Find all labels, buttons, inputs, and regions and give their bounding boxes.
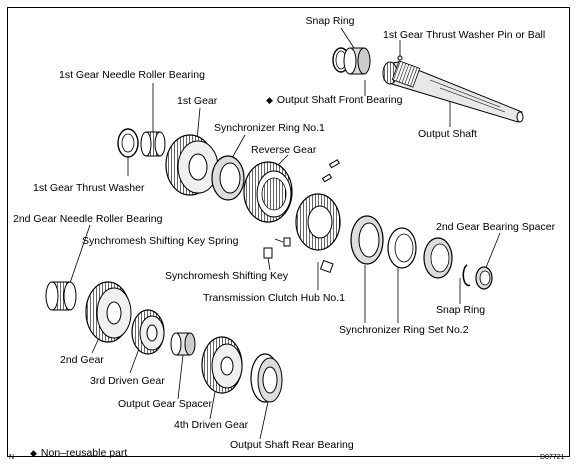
label-snap-ring-top: Snap Ring	[305, 15, 355, 27]
label-key-spring: Synchromesh Shifting Key Spring	[82, 235, 239, 247]
clutch-hub-1-part	[295, 193, 341, 251]
label-bearing-spacer-2nd: 2nd Gear Bearing Spacer	[436, 221, 556, 233]
label-needle-bearing-1st: 1st Gear Needle Roller Bearing	[59, 69, 205, 81]
reverse-gear-part	[243, 161, 293, 223]
label-shifting-key: Synchromesh Shifting Key	[165, 270, 289, 282]
label-thrust-washer-1st: 1st Gear Thrust Washer	[33, 182, 145, 194]
bearing-spacer-2nd-part	[475, 266, 493, 290]
thrust-washer-pin-part	[397, 55, 403, 61]
non-reusable-diamond-icon: ◆	[266, 95, 273, 105]
label-thrust-washer-pin: 1st Gear Thrust Washer Pin or Ball	[383, 29, 546, 41]
output-shaft-rear-bearing-part	[250, 353, 283, 403]
figure-id: D07721	[540, 454, 565, 461]
output-shaft-part	[382, 60, 524, 123]
diagram-frame	[7, 7, 570, 457]
first-gear-thrust-washer-part	[117, 128, 139, 158]
label-output-shaft-front-bearing: ◆Output Shaft Front Bearing	[266, 94, 402, 106]
label-snap-ring-right: Snap Ring	[436, 304, 486, 316]
label-clutch-hub-1: Transmission Clutch Hub No.1	[203, 292, 345, 304]
legend-text: Non–reusable part	[40, 447, 128, 459]
label-output-gear-spacer: Output Gear Spacer	[118, 398, 212, 410]
fourth-driven-gear-part	[201, 336, 243, 394]
sync-ring-set-2-part	[350, 215, 453, 279]
output-shaft-front-bearing-part	[343, 47, 371, 75]
label-output-shaft-rear-bearing: Output Shaft Rear Bearing	[230, 439, 354, 451]
label-first-gear: 1st Gear	[177, 95, 218, 107]
label-needle-bearing-2nd: 2nd Gear Needle Roller Bearing	[13, 213, 163, 225]
legend-diamond-icon: ◆	[30, 448, 37, 458]
label-synchronizer-ring-1: Synchronizer Ring No.1	[214, 122, 325, 134]
first-gear-part	[165, 134, 219, 196]
synchronizer-ring-1-part	[211, 155, 245, 201]
snap-ring-right-part	[462, 264, 471, 287]
legend: ◆Non–reusable part	[30, 447, 127, 459]
second-gear-part	[85, 281, 132, 343]
label-reverse-gear: Reverse Gear	[251, 144, 317, 156]
output-gear-spacer-part	[170, 332, 196, 356]
second-gear-needle-bearing-part	[45, 281, 77, 311]
leader-lines	[69, 27, 501, 440]
label-fourth-driven-gear: 4th Driven Gear	[174, 419, 249, 431]
third-driven-gear-part	[131, 309, 165, 355]
label-output-shaft-front-bearing-text: Output Shaft Front Bearing	[276, 94, 403, 106]
label-second-gear: 2nd Gear	[60, 354, 104, 366]
label-output-shaft: Output Shaft	[418, 128, 477, 140]
corner-left-code: N	[9, 454, 15, 461]
label-sync-ring-set-2: Synchronizer Ring Set No.2	[339, 324, 469, 336]
label-third-driven-gear: 3rd Driven Gear	[90, 375, 165, 387]
synchromesh-parts-small	[263, 159, 341, 274]
first-gear-needle-bearing-part	[140, 131, 166, 157]
